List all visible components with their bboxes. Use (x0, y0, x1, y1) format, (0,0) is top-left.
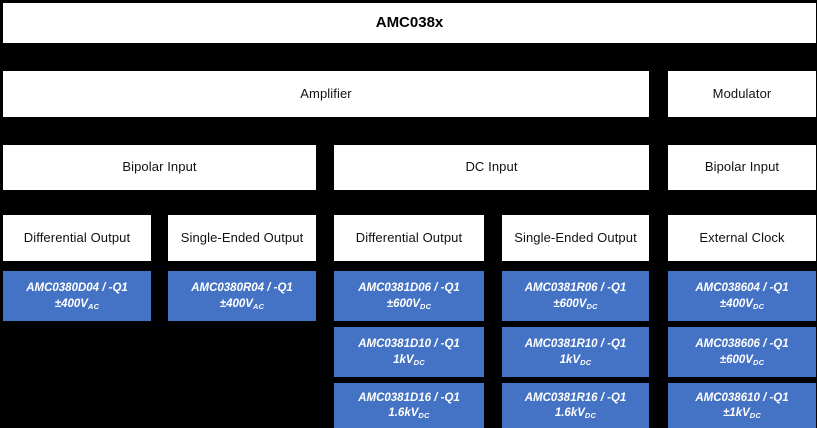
part-card[interactable]: AMC0381R16 / -Q1 1.6kVDC (502, 383, 649, 428)
part-rating: 1.6kVDC (554, 407, 597, 420)
part-rating: ±400VAC (219, 297, 265, 311)
part-rating: ±600VDC (719, 353, 765, 367)
block-external-clock-label: External Clock (699, 229, 785, 245)
block-single-ended-output-2: Single-Ended Output (502, 215, 649, 261)
block-single-ended-output-1: Single-Ended Output (168, 215, 316, 261)
part-number: AMC0381D16 / -Q1 (358, 391, 460, 404)
block-external-clock: External Clock (668, 215, 816, 261)
part-rating: ±400VDC (719, 297, 765, 311)
part-card[interactable]: AMC0380D04 / -Q1 ±400VAC (3, 271, 151, 321)
block-single-ended-output-2-label: Single-Ended Output (514, 229, 637, 245)
part-rating: 1kVDC (559, 353, 592, 367)
part-number: AMC038604 / -Q1 (695, 282, 789, 295)
part-number: AMC038610 / -Q1 (695, 391, 789, 404)
block-dc-input: DC Input (334, 145, 649, 190)
part-card[interactable]: AMC038606 / -Q1 ±600VDC (668, 327, 816, 377)
block-bipolar-input-left-label: Bipolar Input (122, 159, 197, 175)
block-differential-output-2: Differential Output (334, 215, 484, 261)
part-number: AMC0381R16 / -Q1 (524, 391, 627, 404)
block-amplifier: Amplifier (3, 71, 649, 117)
part-number: AMC0381D06 / -Q1 (358, 282, 460, 295)
part-rating: ±400VAC (54, 297, 100, 311)
part-rating: 1.6kVDC (388, 407, 430, 420)
part-card[interactable]: AMC0381D10 / -Q1 1kVDC (334, 327, 484, 377)
part-card[interactable]: AMC0381D06 / -Q1 ±600VDC (334, 271, 484, 321)
part-number: AMC038606 / -Q1 (695, 338, 789, 351)
part-number: AMC0380R04 / -Q1 (191, 282, 293, 295)
block-differential-output-1-label: Differential Output (23, 229, 131, 245)
block-bipolar-input-right: Bipolar Input (668, 145, 816, 190)
block-single-ended-output-1-label: Single-Ended Output (180, 229, 304, 245)
part-rating: 1kVDC (393, 353, 425, 367)
block-bipolar-input-left: Bipolar Input (3, 145, 316, 190)
block-bipolar-input-right-label: Bipolar Input (704, 159, 780, 175)
part-card[interactable]: AMC038610 / -Q1 ±1kVDC (668, 383, 816, 428)
block-differential-output-2-label: Differential Output (355, 229, 463, 245)
block-modulator-label: Modulator (712, 85, 772, 101)
block-amplifier-label: Amplifier (300, 85, 352, 101)
part-rating: ±600VDC (386, 297, 432, 311)
part-number: AMC0381D10 / -Q1 (358, 338, 460, 351)
part-rating: ±600VDC (553, 297, 598, 311)
part-card[interactable]: AMC0380R04 / -Q1 ±400VAC (168, 271, 316, 321)
diagram-title-label: AMC038x (375, 13, 444, 31)
part-card[interactable]: AMC0381R10 / -Q1 1kVDC (502, 327, 649, 377)
block-differential-output-1: Differential Output (3, 215, 151, 261)
block-modulator: Modulator (668, 71, 816, 117)
diagram-title: AMC038x (3, 3, 816, 43)
part-card[interactable]: AMC0381D16 / -Q1 1.6kVDC (334, 383, 484, 428)
part-rating: ±1kVDC (722, 407, 761, 420)
block-dc-input-label: DC Input (465, 159, 518, 175)
part-card[interactable]: AMC0381R06 / -Q1 ±600VDC (502, 271, 649, 321)
part-number: AMC0381R10 / -Q1 (524, 338, 627, 351)
part-number: AMC0381R06 / -Q1 (524, 282, 627, 295)
part-card[interactable]: AMC038604 / -Q1 ±400VDC (668, 271, 816, 321)
part-number: AMC0380D04 / -Q1 (26, 282, 128, 295)
